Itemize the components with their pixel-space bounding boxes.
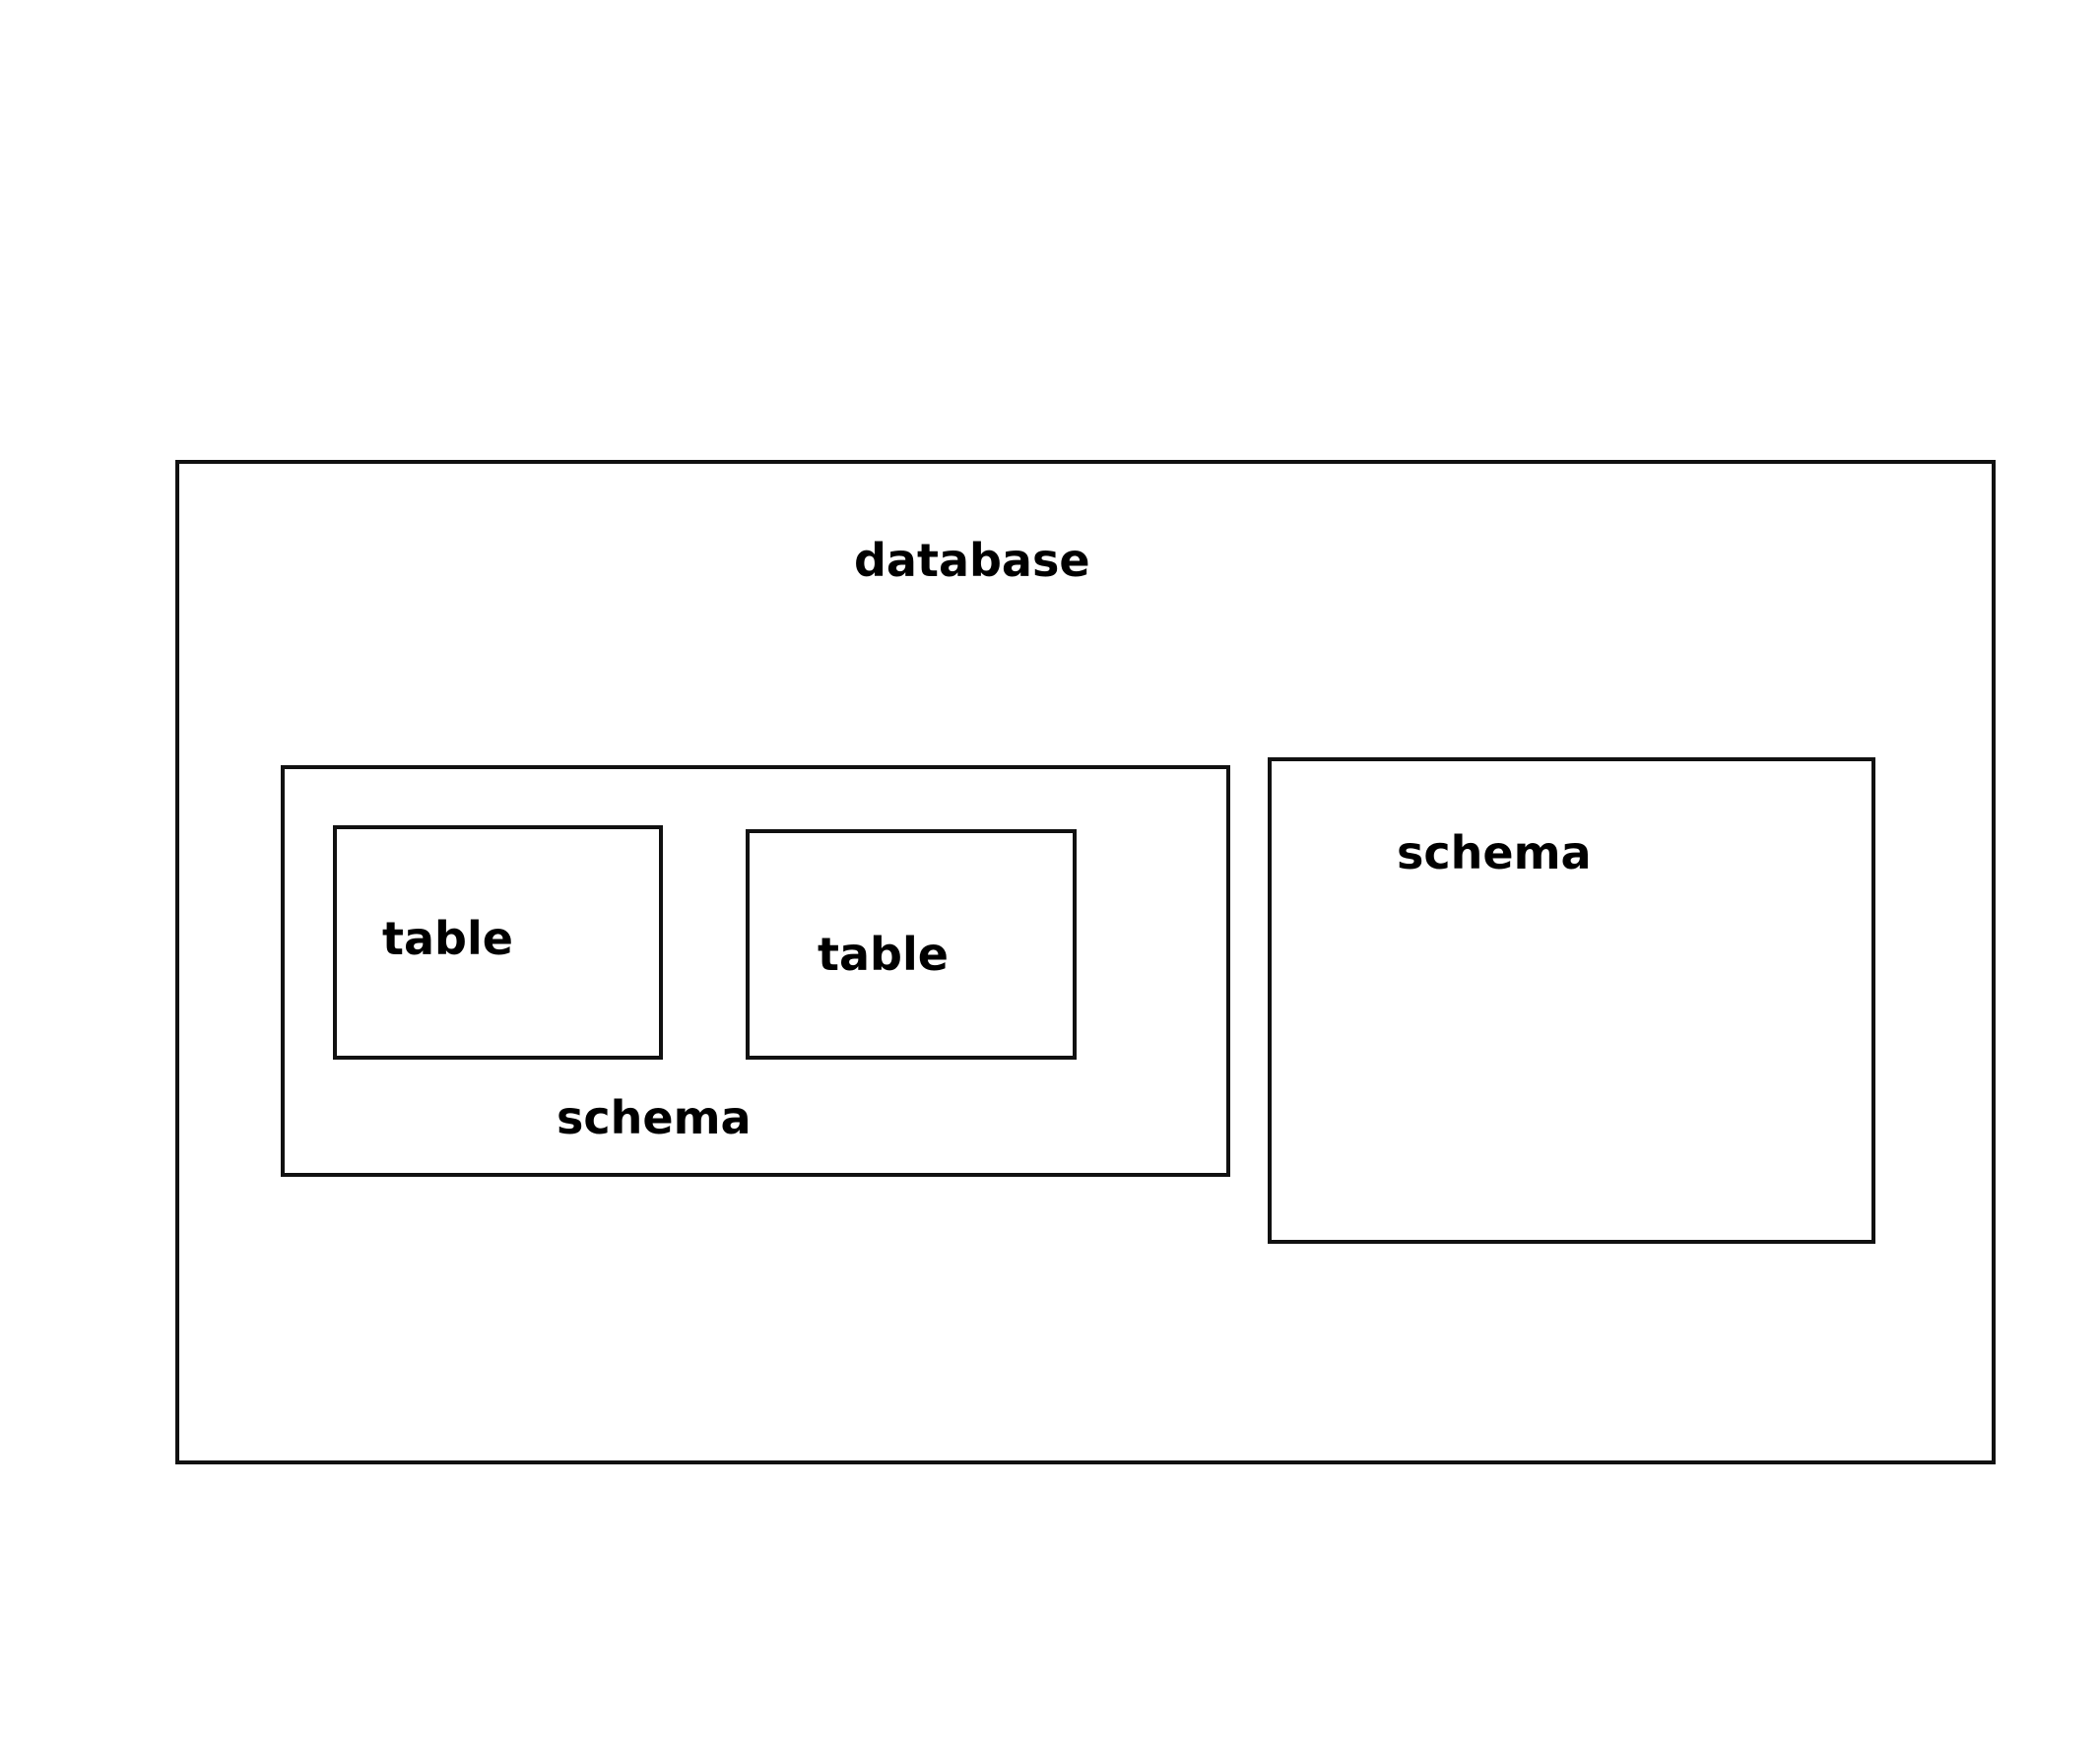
table-label-1: table <box>382 912 513 965</box>
schema-container-right <box>1268 757 1875 1244</box>
schema-label-right: schema <box>1397 826 1592 879</box>
table-box-2 <box>746 829 1077 1060</box>
schema-label-left: schema <box>557 1091 752 1144</box>
table-label-2: table <box>818 928 949 981</box>
database-label: database <box>854 534 1090 587</box>
table-box-1 <box>333 825 663 1060</box>
